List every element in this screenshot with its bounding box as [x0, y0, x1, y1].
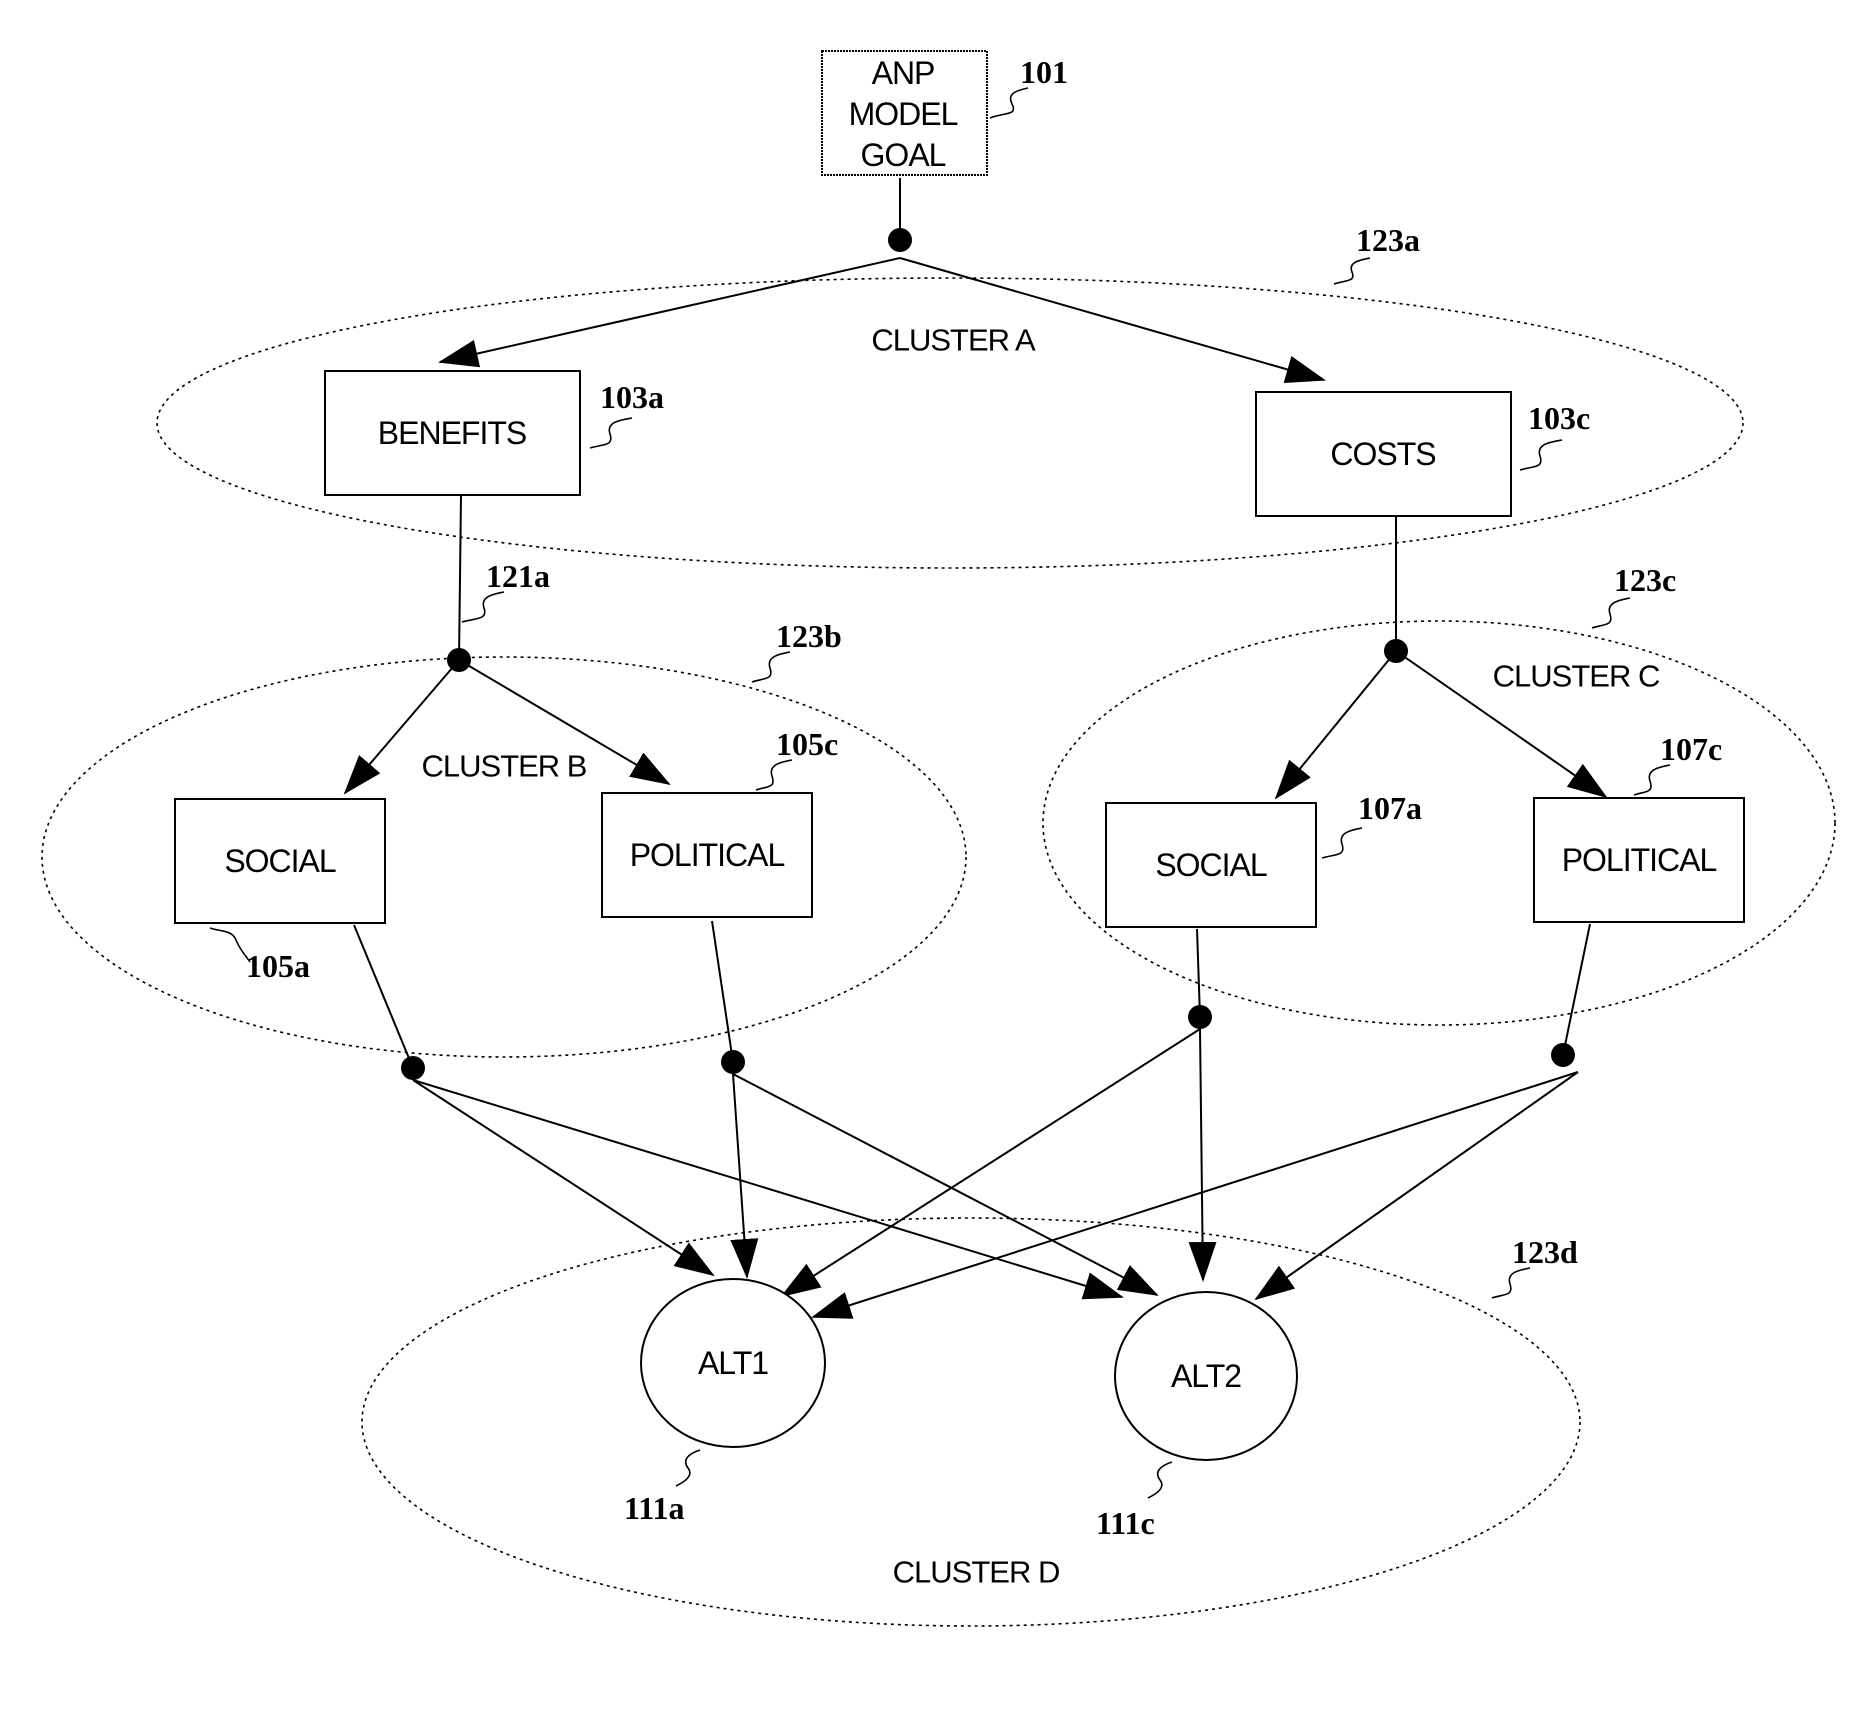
political-b-label: POLITICAL [630, 837, 785, 873]
edge-social-c-to-alt2 [1188, 1028, 1217, 1282]
social-b-junction-dot [401, 1056, 425, 1080]
ref-107c-leader [1633, 764, 1671, 796]
ref-111a: 111a [624, 1490, 684, 1526]
costs-label: COSTS [1330, 436, 1435, 472]
ref-111c-leader [1147, 1461, 1173, 1499]
ref-101: 101 [1020, 54, 1068, 90]
edge-benefits-to-social [343, 659, 460, 795]
social-b-stem [353, 924, 414, 1069]
edge-goal-to-benefits [438, 257, 901, 368]
ref-105a-leader [209, 927, 251, 963]
goal-label-line-2: MODEL [849, 96, 958, 132]
cluster-a-ellipse [156, 277, 1744, 569]
cluster-b-ellipse [41, 656, 967, 1058]
political-c-junction-dot [1551, 1043, 1575, 1067]
ref-123a: 123a [1356, 222, 1420, 258]
cluster-d-label: CLUSTER D [893, 1555, 1060, 1590]
cluster-b-label: CLUSTER B [422, 749, 587, 784]
edge-political-b-to-alt2 [732, 1073, 1159, 1296]
ref-111c: 111c [1096, 1505, 1155, 1541]
ref-107a-leader [1321, 827, 1363, 859]
ref-107a: 107a [1358, 790, 1422, 826]
alt1-label: ALT1 [698, 1345, 768, 1381]
ref-103c: 103c [1528, 400, 1590, 436]
edge-costs-to-social [1274, 650, 1397, 800]
ref-123a-leader [1333, 257, 1371, 285]
edge-social-b-to-alt2 [412, 1079, 1124, 1300]
edge-political-c-to-alt1 [811, 1071, 1579, 1319]
alt1-node: ALT1 [640, 1278, 826, 1448]
ref-101-leader [989, 87, 1029, 119]
ref-121a: 121a [486, 558, 550, 594]
ref-123c-leader [1591, 597, 1631, 629]
ref-103a: 103a [600, 379, 664, 415]
edge-political-b-to-alt1 [730, 1073, 759, 1279]
social-b-label: SOCIAL [224, 843, 336, 879]
political-b-stem [711, 920, 734, 1063]
edge-political-c-to-alt2 [1254, 1071, 1579, 1301]
cluster-c-ellipse [1042, 620, 1836, 1026]
ref-103a-leader [589, 417, 633, 449]
social-c-stem [1196, 928, 1201, 1018]
benefits-label: BENEFITS [378, 415, 526, 451]
ref-123c: 123c [1614, 562, 1676, 598]
benefits-node: BENEFITS [324, 370, 581, 496]
edge-social-b-to-alt1 [412, 1079, 715, 1277]
ref-123d-leader [1491, 1267, 1531, 1299]
alt2-node: ALT2 [1114, 1291, 1298, 1461]
ref-123b-leader [751, 651, 791, 683]
goal-label-line-3: GOAL [861, 137, 946, 173]
ref-111a-leader [675, 1449, 701, 1487]
ref-123b: 123b [776, 618, 842, 654]
social-b-node: SOCIAL [174, 798, 386, 924]
ref-123d: 123d [1512, 1234, 1578, 1270]
costs-node: COSTS [1255, 391, 1512, 517]
ref-105a: 105a [246, 948, 310, 984]
social-c-node: SOCIAL [1105, 802, 1317, 928]
edge-goal-to-costs [899, 257, 1326, 383]
alt2-label: ALT2 [1171, 1358, 1241, 1394]
goal-node: ANP MODEL GOAL [821, 50, 988, 176]
cluster-a-label: CLUSTER A [871, 323, 1036, 358]
benefits-stem [458, 495, 462, 661]
cluster-c-label: CLUSTER C [1493, 659, 1660, 694]
goal-junction-dot [888, 228, 912, 252]
goal-label-line-1: ANP [872, 55, 935, 91]
ref-105c: 105c [776, 726, 838, 762]
edge-social-c-to-alt1 [780, 1028, 1201, 1298]
edge-costs-to-political [1395, 650, 1608, 799]
political-b-node: POLITICAL [601, 792, 813, 918]
edge-benefits-to-political [458, 659, 671, 786]
political-c-node: POLITICAL [1533, 797, 1745, 923]
ref-105c-leader [755, 759, 793, 791]
political-b-junction-dot [721, 1050, 745, 1074]
cluster-d-ellipse [361, 1217, 1581, 1627]
political-c-stem [1562, 923, 1591, 1056]
ref-121a-leader [461, 591, 505, 623]
social-c-junction-dot [1188, 1005, 1212, 1029]
ref-107c: 107c [1660, 731, 1722, 767]
ref-103c-leader [1519, 439, 1563, 471]
political-c-label: POLITICAL [1562, 842, 1717, 878]
social-c-label: SOCIAL [1155, 847, 1267, 883]
